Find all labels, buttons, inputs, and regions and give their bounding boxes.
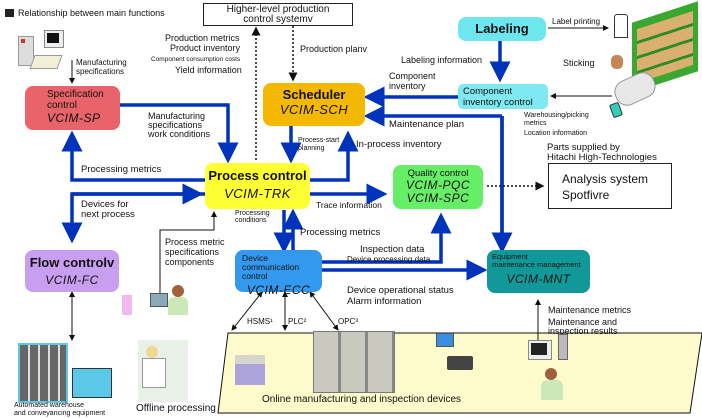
label-processing-metrics-mid: Processing metrics	[300, 227, 381, 238]
label-hsms: HSMS¹	[247, 317, 273, 326]
specification-control-box[interactable]: Specification control VCIM-SP	[25, 86, 120, 130]
inspection-camera-illustration	[235, 355, 265, 385]
hand-icon	[611, 55, 623, 69]
label-product-inventory: Product inventory	[170, 43, 241, 53]
maintenance-operator-illustration	[523, 334, 573, 400]
header-bullet	[5, 9, 14, 17]
label-label-printing: Label printing	[552, 17, 601, 26]
label-maintenance-metrics: Maintenance metrics	[548, 305, 632, 315]
label-online-devices: Online manufacturing and inspection devi…	[262, 394, 462, 405]
printer-icon	[614, 14, 628, 38]
quality-code-spc: VCIM-SPC	[406, 191, 470, 205]
arrow-opc	[309, 291, 339, 331]
quality-title: Quality control	[407, 168, 469, 179]
computer-illustration	[18, 30, 76, 70]
label-labeling-information: Labeling information	[401, 55, 483, 65]
inspection-device-illustration	[447, 356, 473, 370]
process-control-box[interactable]: Process control VCIM-TRK	[205, 163, 310, 209]
label-production-plan: Production planv	[300, 44, 368, 54]
label-production-metrics: Production metrics	[165, 33, 240, 43]
conveyor-illustration	[72, 368, 112, 398]
arrow-device-to-quality	[320, 212, 452, 264]
component-inventory-box[interactable]: Component inventory control	[458, 84, 548, 109]
label-processing-metrics-left: Processing metrics	[81, 164, 162, 175]
quality-code-pqc: VCIM-PQC	[406, 178, 470, 192]
quality-control-box[interactable]: Quality control VCIM-PQC VCIM-SPC	[393, 165, 483, 209]
device-cabinets-illustration	[313, 331, 395, 393]
header-title: Relationship between main functions	[18, 8, 165, 18]
higher-level-system-box[interactable]: Higher-level production control systemv	[203, 3, 353, 26]
process-code: VCIM-TRK	[224, 186, 291, 201]
label-offline-processing: Offline processing	[136, 403, 216, 414]
label-device-processing-data: Device processing data	[347, 255, 431, 264]
flow-code: VCIM-FC	[45, 273, 99, 287]
scheduler-code: VCIM-SCH	[279, 102, 349, 117]
maintenance-management-box[interactable]: Equipment maintenance management VCIM-MN…	[487, 250, 590, 293]
arrow-hsms	[231, 291, 263, 331]
label-trace-information: Trace information	[316, 200, 382, 210]
maintenance-code: VCIM-MNT	[506, 272, 571, 286]
arrow-process-to-scheduler	[310, 130, 359, 182]
label-component-costs: Component consumption costs	[151, 56, 241, 63]
label-maintenance-plan: Maintenance plan	[389, 119, 464, 130]
label-plc: PLC²	[288, 317, 307, 326]
scheduler-box[interactable]: Scheduler VCIM-SCH	[263, 83, 365, 126]
arrow-process-to-spec	[61, 130, 205, 182]
arrow-process-metric	[159, 211, 217, 300]
offline-processing-illustration	[138, 340, 188, 402]
label-in-process-inventory: In-process inventory	[356, 139, 442, 150]
monitor-illustration	[436, 333, 454, 347]
analysis-system-box[interactable]: Analysis system Spotfivre	[548, 163, 672, 209]
automated-warehouse-illustration	[18, 343, 68, 403]
arrow-spec-to-process	[120, 103, 239, 164]
spec-code: VCIM-SP	[47, 111, 101, 125]
label-sticking: Sticking	[563, 58, 595, 68]
label-opc: OPC³	[338, 317, 358, 326]
flow-control-box[interactable]: Flow controlv VCIM-FC	[25, 250, 119, 292]
labeling-box[interactable]: Labeling	[458, 17, 546, 41]
label-yield-information: Yield information	[175, 65, 242, 75]
label-inspection-data: Inspection data	[360, 244, 425, 255]
device-code: VCIM-ECC	[246, 283, 311, 297]
operator-laptop-illustration	[122, 285, 192, 320]
device-communication-box[interactable]: Device communication control VCIM-ECC	[235, 250, 322, 297]
label-location-information: Location information	[524, 130, 588, 137]
